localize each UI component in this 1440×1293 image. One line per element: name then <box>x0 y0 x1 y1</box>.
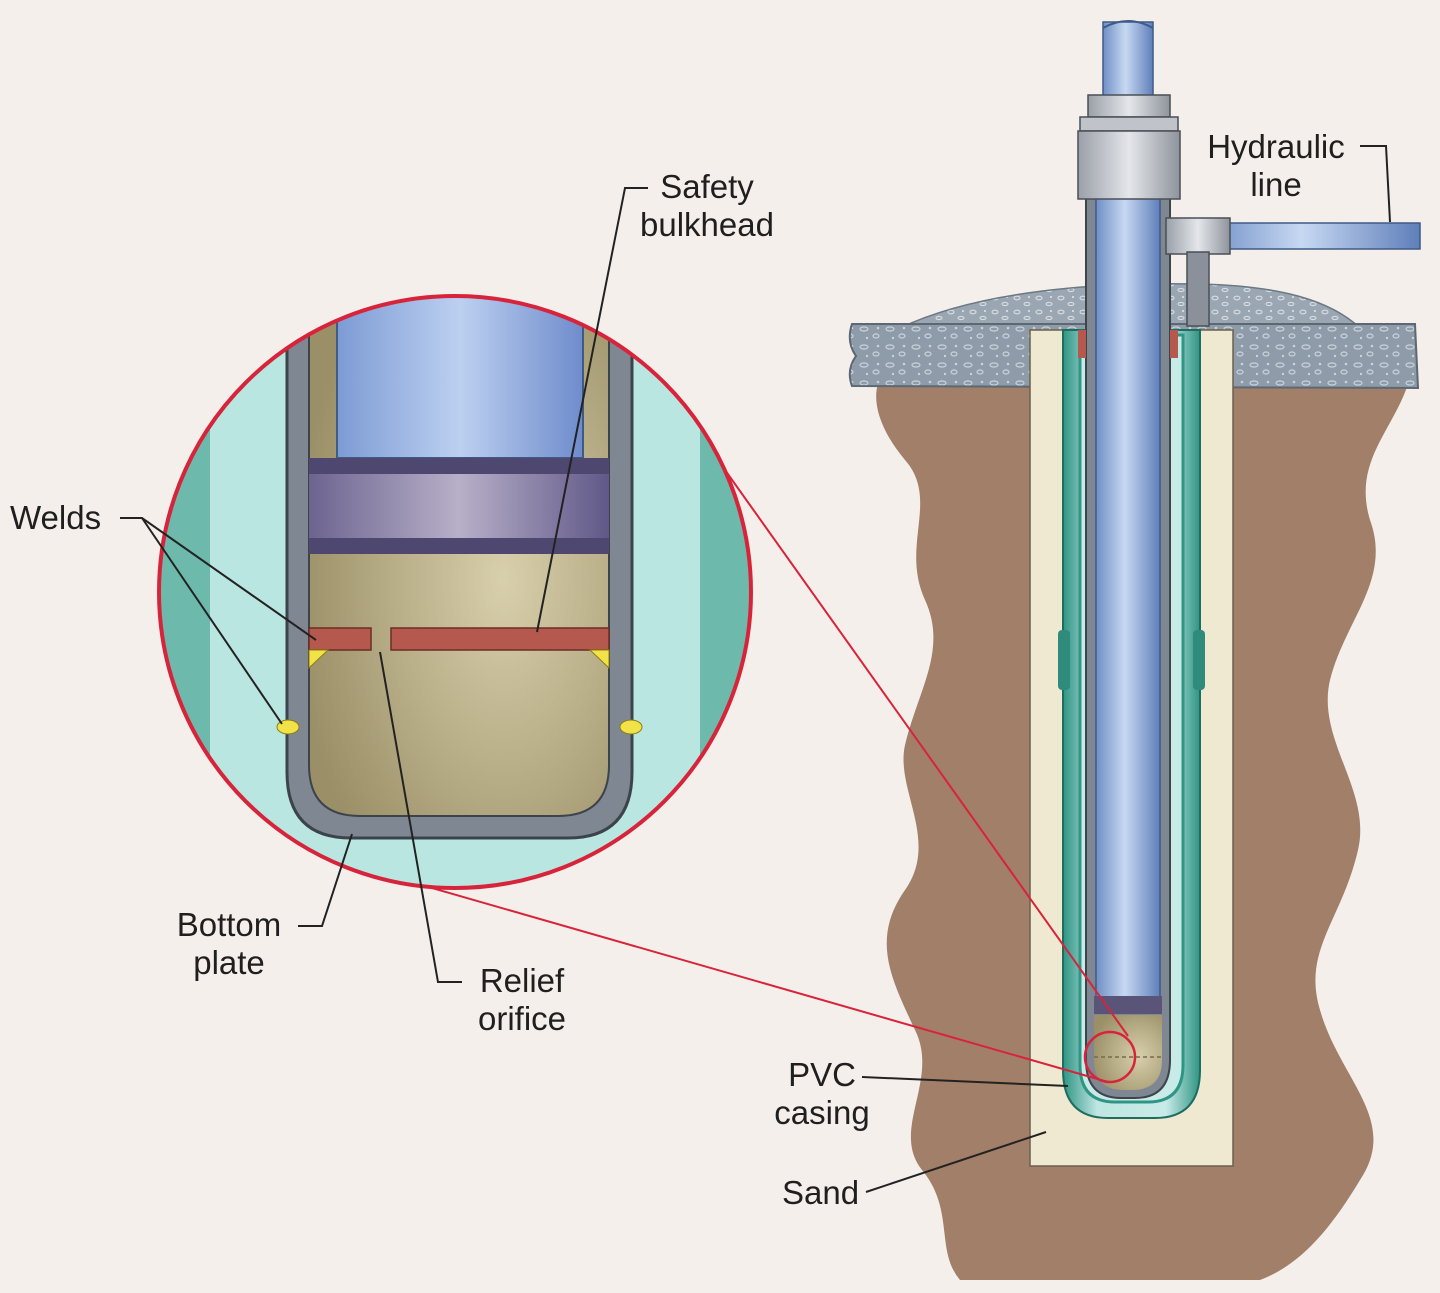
label-safety-bulkhead: Safety bulkhead <box>632 168 782 244</box>
label-bottom-plate-line1: Bottom <box>176 906 282 943</box>
label-welds-text: Welds <box>10 499 102 536</box>
label-relief-orifice-line1: Relief <box>479 962 565 999</box>
leader-sand <box>865 1131 1047 1193</box>
label-pvc-casing-line1: PVC <box>788 1056 856 1093</box>
hydraulic-fitting <box>1165 217 1231 255</box>
detail-view <box>159 296 751 888</box>
callout-small-circle <box>1083 1030 1137 1084</box>
packing-nuts <box>1079 116 1179 132</box>
pipe-end <box>1102 20 1154 29</box>
label-hydraulic-line: Hydraulic line <box>1196 128 1356 204</box>
safety-bulkhead-right <box>390 627 610 651</box>
leader-hydraulic-line <box>1360 145 1391 223</box>
label-relief-orifice-line2: orifice <box>477 1000 567 1037</box>
seal-left <box>1078 330 1086 358</box>
label-safety-bulkhead-line2: bulkhead <box>640 206 774 243</box>
leader-relief-orifice <box>379 651 462 983</box>
label-relief-orifice: Relief orifice <box>462 962 582 1038</box>
leader-pvc-casing <box>861 1076 1069 1087</box>
callout-line-bottom <box>424 885 1109 1083</box>
detail-band <box>309 474 609 538</box>
detail-band-top <box>309 458 609 474</box>
leader-safety-bulkhead <box>536 187 648 633</box>
leader-welds-b <box>141 517 283 725</box>
casing-coupling-right <box>1193 630 1205 690</box>
label-sand-text: Sand <box>782 1174 860 1211</box>
label-bottom-plate-line2: plate <box>193 944 265 981</box>
casing-coupling-left <box>1058 630 1070 690</box>
weld-bulkhead-right <box>588 649 610 670</box>
hydraulic-line <box>1204 222 1421 250</box>
fluid-chamber <box>1094 1015 1162 1090</box>
safety-bulkhead-left <box>308 627 372 651</box>
label-safety-bulkhead-line1: Safety <box>660 168 754 205</box>
packing-head <box>1077 130 1181 200</box>
seal-right <box>1170 330 1178 358</box>
label-pvc-casing-line2: casing <box>774 1094 870 1131</box>
detail-plunger <box>336 296 584 459</box>
label-welds: Welds <box>10 499 101 537</box>
callout-line-top <box>724 469 1129 1037</box>
callout-ring <box>157 294 753 890</box>
weld-bottom-right <box>619 719 643 735</box>
plunger-band <box>1094 996 1162 1014</box>
packing-flange <box>1087 94 1171 118</box>
weld-bulkhead-left <box>308 649 330 670</box>
label-hydraulic-line-line1: Hydraulic <box>1207 128 1345 165</box>
plunger <box>1095 119 1161 1001</box>
label-sand: Sand <box>782 1174 859 1212</box>
leader-bottom-plate <box>298 833 353 927</box>
detail-band-bottom <box>309 538 609 554</box>
label-bottom-plate: Bottom plate <box>164 906 294 982</box>
top-pipe <box>1102 21 1154 103</box>
hydraulic-drop <box>1186 251 1210 327</box>
label-hydraulic-line-line2: line <box>1250 166 1302 203</box>
label-pvc-casing: PVC casing <box>762 1056 882 1132</box>
